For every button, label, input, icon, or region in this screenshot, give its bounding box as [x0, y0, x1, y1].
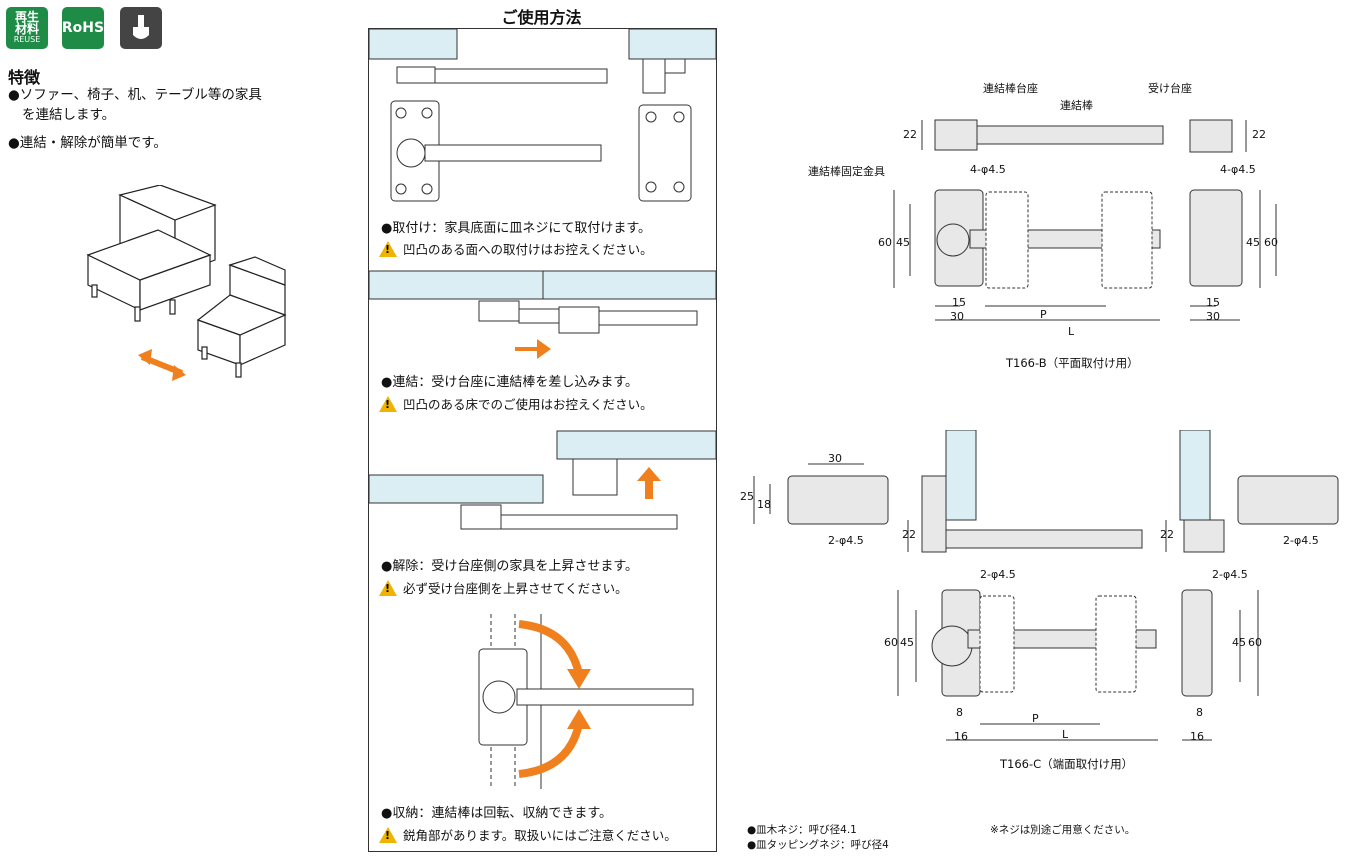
- warning-release: ! 必ず受け台座側を上昇させてください。: [379, 578, 628, 597]
- dim-c-22b: 22: [1160, 528, 1174, 541]
- sofa-illustration: [86, 185, 287, 381]
- dim-b-p: P: [1040, 308, 1047, 321]
- warning-store: ! 鋭角部があります。取扱いにはご注意ください。: [379, 825, 677, 844]
- label-holes-b: 4-φ4.5: [970, 163, 1006, 176]
- caption-t166c: T166-C（端面取付け用）: [1000, 757, 1134, 771]
- dim-b-60: 60: [878, 236, 892, 249]
- label-rod: 連結棒: [1060, 99, 1093, 112]
- dim-c-16: 16: [954, 730, 968, 743]
- label-holes-c-c: 2-φ4.5: [980, 568, 1016, 581]
- screw-mount-icon: [120, 7, 162, 49]
- warning-triangle-icon: !: [379, 395, 397, 412]
- recycle-badge-sub: REUSE: [13, 35, 41, 44]
- note-screws-separate: ※ネジは別途ご用意ください。: [990, 824, 1136, 836]
- label-holes-c-b: 2-φ4.5: [1283, 534, 1319, 547]
- warning-release-text: 必ず受け台座側を上昇させてください。: [403, 581, 628, 596]
- label-holes-c-d: 2-φ4.5: [1212, 568, 1248, 581]
- feature-item-1: ●ソファー、椅子、机、テーブル等の家具: [8, 87, 262, 103]
- usage-panel: ●取付け：家具底面に皿ネジにて取付けます。 ! 凹凸のある面への取付けはお控えく…: [368, 28, 717, 852]
- dim-b-45r: 45: [1246, 236, 1260, 249]
- dim-c-60r: 60: [1248, 636, 1262, 649]
- warning-connect-text: 凹凸のある床でのご使用はお控えください。: [403, 397, 653, 412]
- dim-c-16r: 16: [1190, 730, 1204, 743]
- warning-connect: ! 凹凸のある床でのご使用はお控えください。: [379, 394, 653, 413]
- dim-c-l: L: [1062, 728, 1069, 741]
- warning-triangle-icon: !: [379, 579, 397, 596]
- recycle-badge-line2: 材料: [14, 22, 39, 36]
- label-holes-c-a: 2-φ4.5: [828, 534, 864, 547]
- label-receiver: 受け台座: [1148, 82, 1192, 95]
- step-store: ●収納：連結棒は回転、収納できます。: [381, 806, 613, 821]
- dim-c-30: 30: [828, 452, 842, 465]
- dim-b-60r: 60: [1264, 236, 1278, 249]
- dim-b-15r: 15: [1206, 296, 1220, 309]
- drawing-t166c: [753, 430, 1339, 741]
- dim-b-30: 30: [950, 310, 964, 323]
- label-base: 連結棒台座: [983, 82, 1038, 95]
- feature-item-2: ●連結・解除が簡単です。: [8, 135, 167, 151]
- warning-triangle-icon: !: [379, 240, 397, 257]
- step-release: ●解除：受け台座側の家具を上昇させます。: [381, 559, 639, 574]
- warning-attach-text: 凹凸のある面への取付けはお控えください。: [403, 242, 653, 257]
- features-title: 特徴: [8, 68, 41, 87]
- dim-b-l: L: [1068, 325, 1075, 338]
- warning-attach: ! 凹凸のある面への取付けはお控えください。: [379, 239, 653, 258]
- dim-b-45: 45: [896, 236, 910, 249]
- step-connect: ●連結：受け台座に連結棒を差し込みます。: [381, 375, 639, 390]
- dim-b-30r: 30: [1206, 310, 1220, 323]
- dim-c-25: 25: [740, 490, 754, 503]
- dim-b-15: 15: [952, 296, 966, 309]
- dim-c-8: 8: [956, 706, 963, 719]
- caption-t166b: T166-B（平面取付け用）: [1006, 356, 1139, 370]
- dim-c-45r: 45: [1232, 636, 1246, 649]
- dim-c-60: 60: [884, 636, 898, 649]
- dim-c-8r: 8: [1196, 706, 1203, 719]
- warning-triangle-icon: !: [379, 826, 397, 843]
- label-holes-b-right: 4-φ4.5: [1220, 163, 1256, 176]
- note-screw-tapping: ●皿タッピングネジ：呼び径4: [747, 839, 889, 851]
- dim-b-22b: 22: [1252, 128, 1266, 141]
- note-screw-wood: ●皿木ネジ：呼び径4.1: [747, 824, 857, 836]
- rohs-badge: RoHS: [62, 7, 104, 49]
- usage-title: ご使用方法: [501, 8, 582, 27]
- recycle-badge: 再生 材料 REUSE: [6, 7, 48, 49]
- drawing-t166b: [893, 119, 1277, 321]
- label-bracket: 連結棒固定金具: [808, 165, 885, 178]
- dim-c-22a: 22: [902, 528, 916, 541]
- dim-b-22a: 22: [903, 128, 917, 141]
- warning-store-text: 鋭角部があります。取扱いにはご注意ください。: [403, 828, 677, 843]
- dim-c-p: P: [1032, 712, 1039, 725]
- dim-c-45: 45: [900, 636, 914, 649]
- usage-illustrations: [369, 29, 716, 789]
- step-attach: ●取付け：家具底面に皿ネジにて取付けます。: [381, 221, 652, 236]
- dim-c-18: 18: [757, 498, 771, 511]
- recycle-badge-line1: 再生: [14, 10, 39, 24]
- feature-item-1-cont: を連結します。: [22, 107, 116, 123]
